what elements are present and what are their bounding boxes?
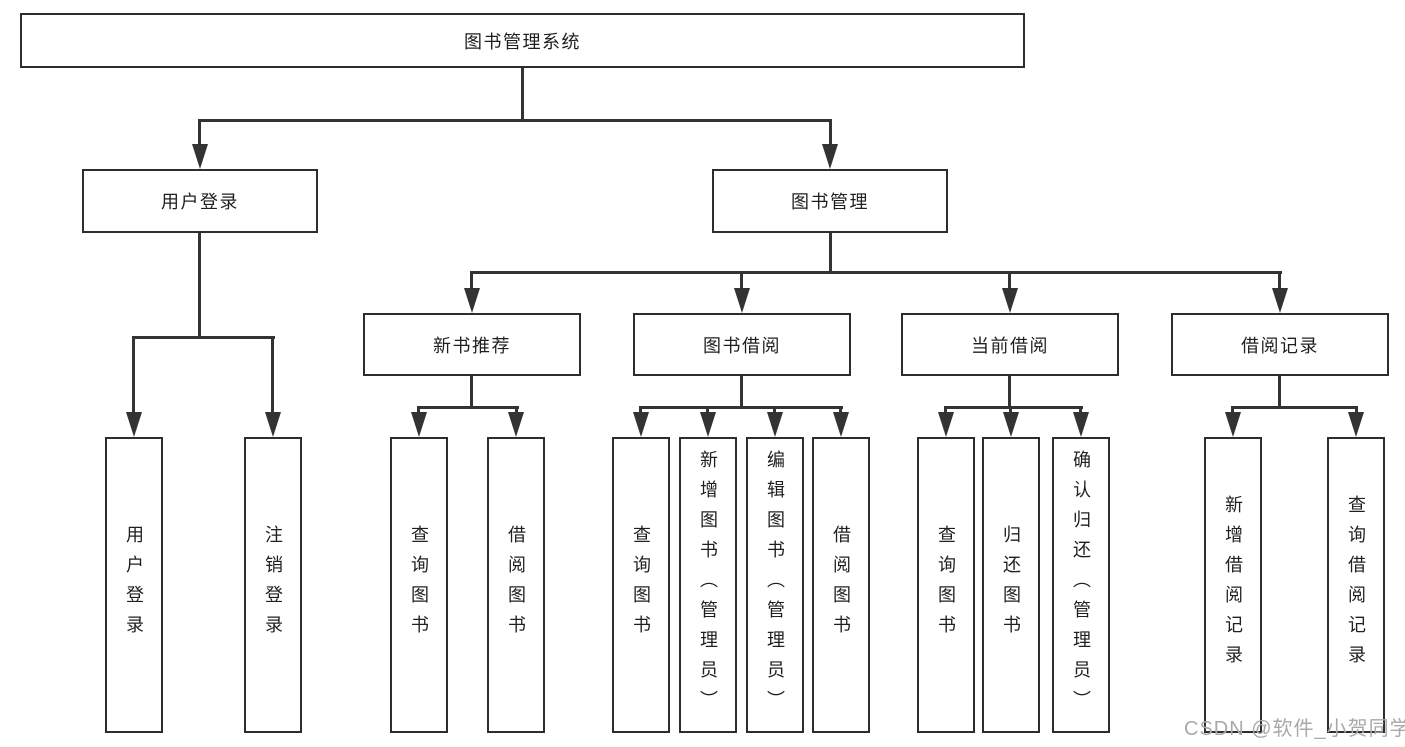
csdn-watermark: CSDN @软件_小贺同学: [1184, 718, 1405, 740]
arrow-down-icon: [633, 412, 649, 437]
arrow-down-icon: [767, 412, 783, 437]
connector-line: [198, 119, 201, 147]
connector-line: [944, 406, 1083, 409]
leaf-return-books: 归还图书: [982, 437, 1040, 733]
leaf-label: 查询图书: [409, 525, 429, 645]
leaf-label: 归还图书: [1001, 525, 1021, 645]
connector-line: [773, 406, 776, 415]
arrow-down-icon: [700, 412, 716, 437]
leaf-query-books-recommend: 查询图书: [390, 437, 448, 733]
node-label: 图书借阅: [703, 335, 781, 356]
arrow-down-icon: [833, 412, 849, 437]
connector-line: [1355, 406, 1358, 415]
leaf-label: 注销登录: [263, 525, 283, 645]
leaf-label: 确认归还（管理员）: [1071, 450, 1091, 720]
arrow-down-icon: [1348, 412, 1364, 437]
leaf-logout: 注销登录: [244, 437, 302, 733]
leaf-query-books-current: 查询图书: [917, 437, 975, 733]
leaf-confirm-return-admin: 确认归还（管理员）: [1052, 437, 1110, 733]
arrow-down-icon: [508, 412, 524, 437]
node-label: 当前借阅: [971, 335, 1049, 356]
arrow-down-icon: [1003, 412, 1019, 437]
connector-line: [132, 336, 135, 415]
leaf-query-borrow-record: 查询借阅记录: [1327, 437, 1385, 733]
leaf-edit-book-admin: 编辑图书（管理员）: [746, 437, 804, 733]
connector-line: [639, 406, 642, 415]
connector-line: [515, 406, 518, 415]
connector-line: [521, 68, 524, 122]
node-label: 图书管理系统: [464, 31, 581, 52]
node-root-library-management-system: 图书管理系统: [20, 13, 1025, 68]
connector-line: [1278, 376, 1281, 409]
node-book-management: 图书管理: [712, 169, 948, 233]
connector-line: [271, 336, 274, 415]
node-borrowing-records: 借阅记录: [1171, 313, 1389, 376]
leaf-label: 借阅图书: [506, 525, 526, 645]
node-label: 新书推荐: [433, 335, 511, 356]
node-label: 用户登录: [161, 192, 239, 212]
leaf-label: 编辑图书（管理员）: [765, 450, 785, 720]
arrow-down-icon: [822, 144, 838, 169]
leaf-user-login: 用户登录: [105, 437, 163, 733]
connector-line: [470, 376, 473, 409]
connector-line: [198, 233, 201, 339]
leaf-label: 查询借阅记录: [1346, 495, 1366, 675]
connector-line: [470, 271, 1282, 274]
arrow-down-icon: [265, 412, 281, 437]
connector-line: [944, 406, 947, 415]
connector-line: [740, 376, 743, 409]
leaf-add-book-admin: 新增图书（管理员）: [679, 437, 737, 733]
arrow-down-icon: [938, 412, 954, 437]
connector-line: [1008, 271, 1011, 290]
connector-line: [417, 406, 519, 409]
leaf-borrow-books-borrowing: 借阅图书: [812, 437, 870, 733]
connector-line: [198, 119, 832, 122]
leaf-label: 新增图书（管理员）: [698, 450, 718, 720]
connector-line: [1009, 406, 1012, 415]
connector-line: [1278, 271, 1281, 290]
arrow-down-icon: [1225, 412, 1241, 437]
node-current-borrowing: 当前借阅: [901, 313, 1119, 376]
arrow-down-icon: [411, 412, 427, 437]
arrow-down-icon: [1073, 412, 1089, 437]
connector-line: [1231, 406, 1234, 415]
arrow-down-icon: [192, 144, 208, 169]
arrow-down-icon: [1002, 288, 1018, 313]
leaf-label: 用户登录: [124, 525, 144, 645]
leaf-label: 新增借阅记录: [1223, 495, 1243, 675]
connector-line: [829, 119, 832, 147]
arrow-down-icon: [734, 288, 750, 313]
connector-line: [1079, 406, 1082, 415]
arrow-down-icon: [464, 288, 480, 313]
arrow-down-icon: [1272, 288, 1288, 313]
node-label: 图书管理: [791, 192, 869, 212]
leaf-add-borrow-record: 新增借阅记录: [1204, 437, 1262, 733]
connector-line: [740, 271, 743, 290]
node-book-borrowing: 图书借阅: [633, 313, 851, 376]
connector-line: [417, 406, 420, 415]
connector-line: [706, 406, 709, 415]
connector-line: [839, 406, 842, 415]
leaf-borrow-books-recommend: 借阅图书: [487, 437, 545, 733]
connector-line: [1008, 376, 1011, 409]
leaf-label: 查询图书: [936, 525, 956, 645]
connector-line: [829, 233, 832, 274]
leaf-query-books-borrowing: 查询图书: [612, 437, 670, 733]
leaf-label: 查询图书: [631, 525, 651, 645]
connector-line: [470, 271, 473, 290]
arrow-down-icon: [126, 412, 142, 437]
node-label: 借阅记录: [1241, 335, 1319, 356]
connector-line: [639, 406, 843, 409]
connector-line: [132, 336, 275, 339]
leaf-label: 借阅图书: [831, 525, 851, 645]
connector-line: [1231, 406, 1358, 409]
node-new-book-recommendation: 新书推荐: [363, 313, 581, 376]
node-user-login: 用户登录: [82, 169, 318, 233]
